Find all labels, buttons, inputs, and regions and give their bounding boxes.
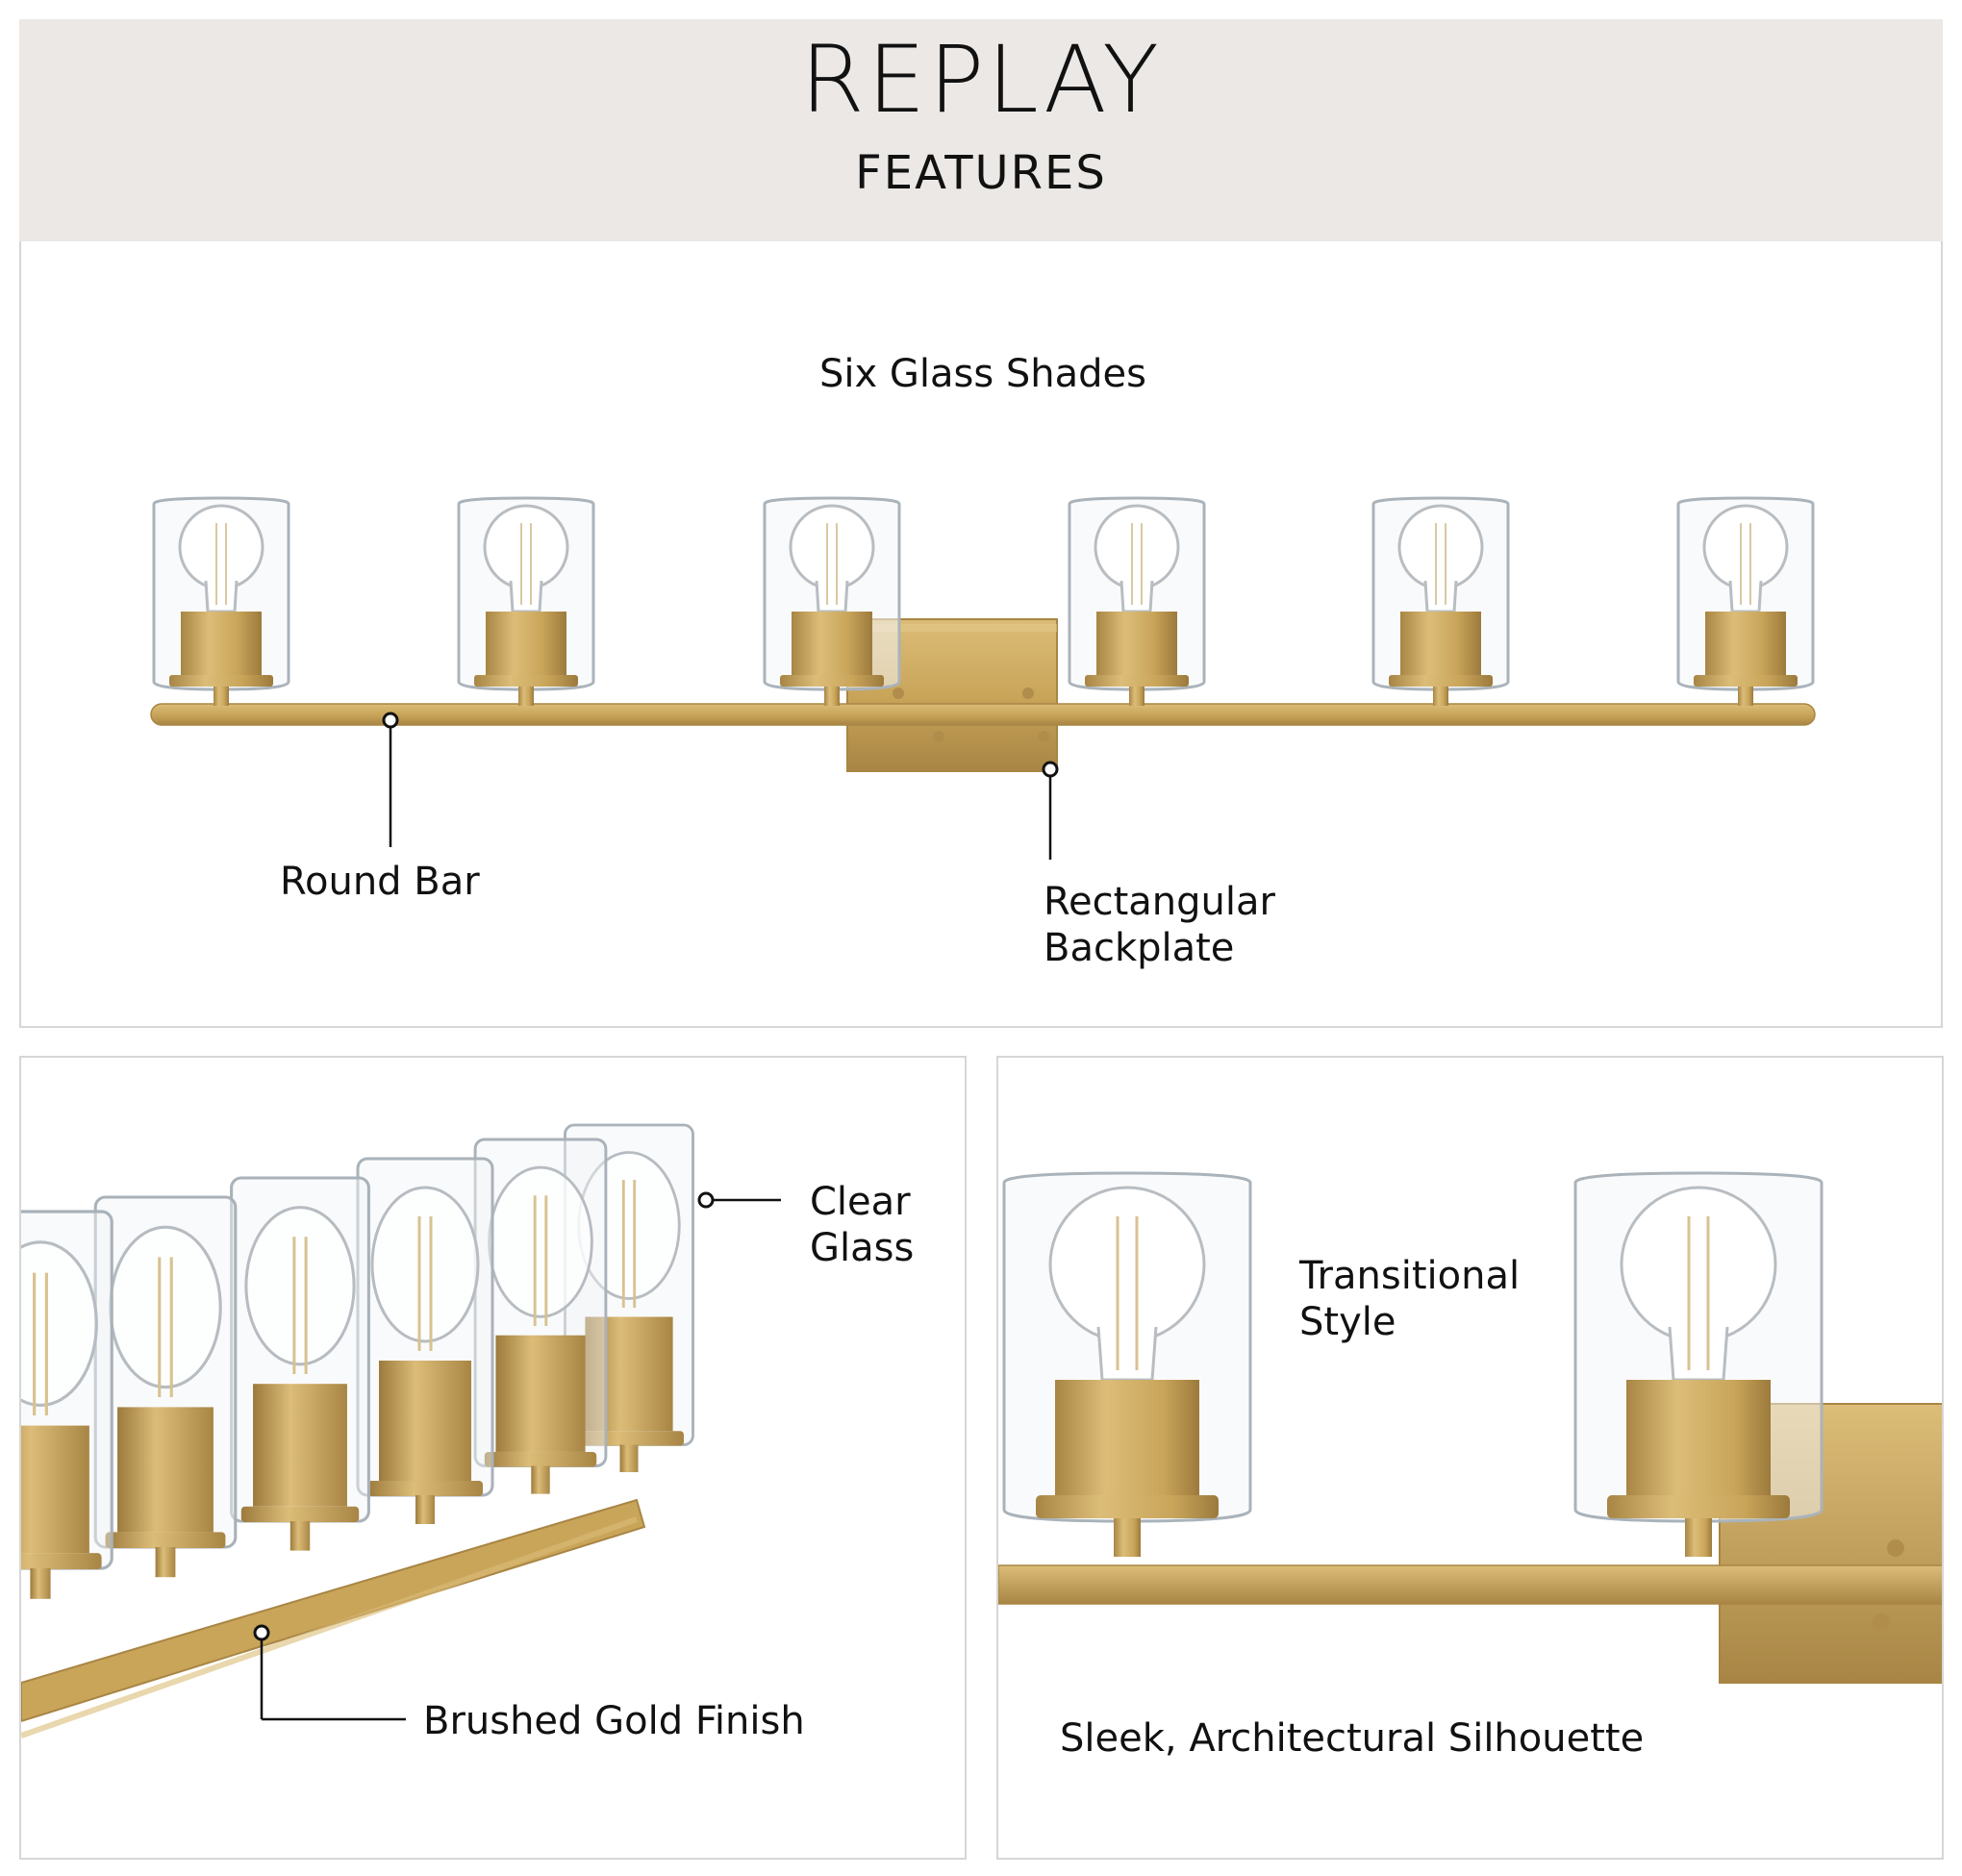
brand-title: REPLAY <box>800 26 1162 134</box>
fixture-overview-panel: Six Glass Shades Round Bar Rectangular B… <box>19 241 1943 1028</box>
backplate-label-line2: Backplate <box>1044 926 1235 970</box>
backplate-label-line1: Rectangular <box>1044 880 1275 924</box>
features-subtitle: FEATURES <box>855 146 1107 200</box>
silhouette-caption: Sleek, Architectural Silhouette <box>1060 1716 1645 1761</box>
clear-glass-label-line1: Clear <box>810 1180 911 1224</box>
transitional-style-label-line1: Transitional <box>1299 1254 1521 1298</box>
fixture-illustration <box>150 496 1816 860</box>
round-bar-label: Round Bar <box>280 860 480 904</box>
angled-fixture-illustration <box>21 1123 781 1738</box>
six-glass-shades-label: Six Glass Shades <box>819 352 1146 396</box>
header-banner: REPLAY FEATURES <box>19 19 1943 241</box>
closeup-fixture-illustration <box>998 1171 1942 1684</box>
transitional-style-label-line2: Style <box>1299 1300 1396 1344</box>
style-detail-panel: Transitional Style Sleek, Architectural … <box>996 1056 1944 1860</box>
clear-glass-detail-panel: Clear Glass Brushed Gold Finish <box>19 1056 967 1860</box>
brushed-gold-finish-label: Brushed Gold Finish <box>423 1699 805 1743</box>
clear-glass-label-line2: Glass <box>810 1226 915 1270</box>
